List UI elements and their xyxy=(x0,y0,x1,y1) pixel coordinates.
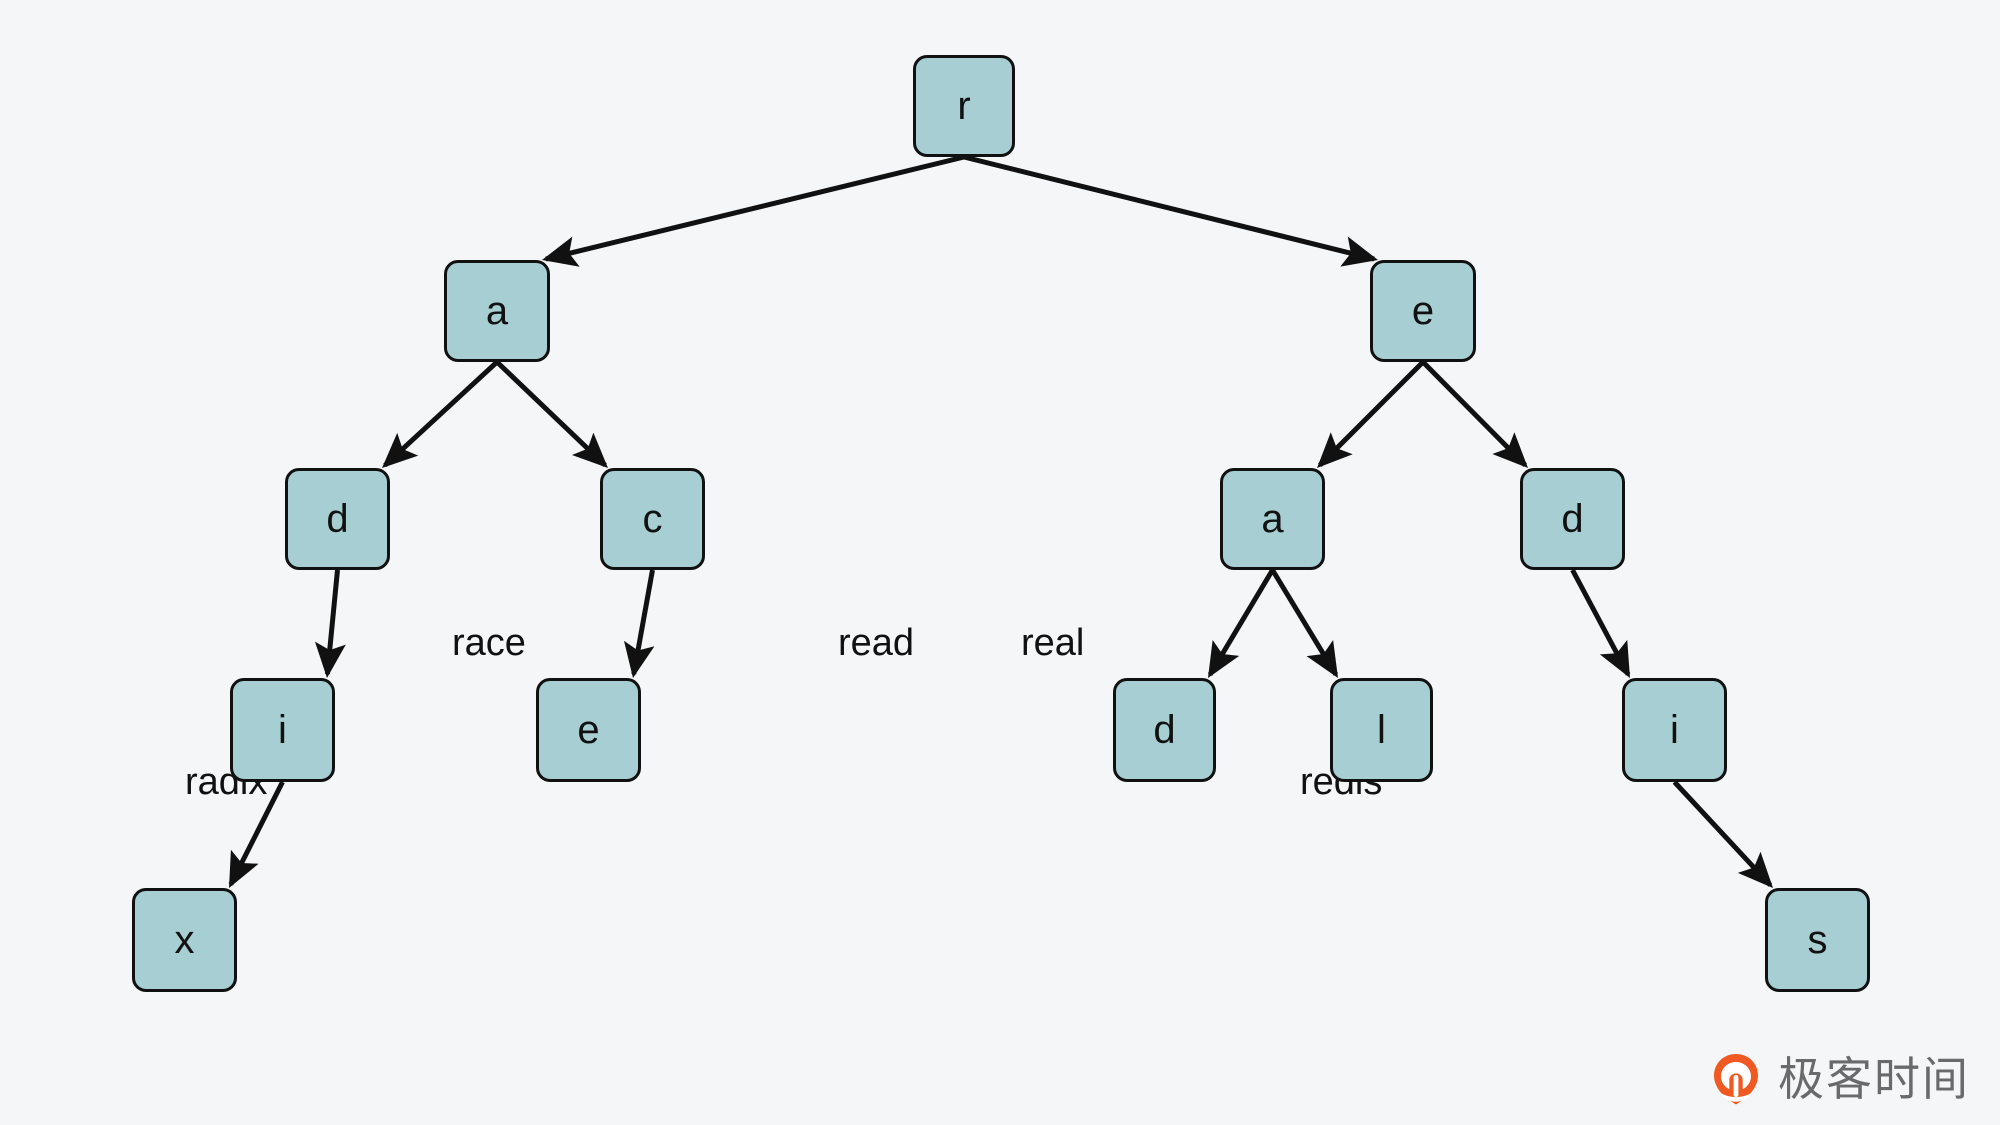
tree-edge-n_a2-to-n_l xyxy=(1270,568,1339,678)
tree-node-label: i xyxy=(1670,708,1679,752)
tree-node-label: x xyxy=(174,918,195,962)
tree-edge-n_c-to-n_e2 xyxy=(623,569,655,679)
tree-edge-n_i1-to-n_x xyxy=(228,780,285,889)
tree-edge-n_d2-to-n_i2 xyxy=(1570,568,1631,679)
tree-node-n_l: l xyxy=(1330,678,1433,782)
tree-node-n_i1: i xyxy=(230,678,335,782)
tree-node-n_d3: d xyxy=(1113,678,1216,782)
watermark: 极客时间 xyxy=(1708,1051,1970,1107)
tree-edge-n_d1-to-n_i1 xyxy=(314,569,346,679)
tree-node-n_e2: e xyxy=(536,678,641,782)
tree-node-n_d1: d xyxy=(285,468,390,570)
tree-node-n_d2: d xyxy=(1520,468,1625,570)
tree-node-n_a2: a xyxy=(1220,468,1325,570)
word-label-race: race xyxy=(452,622,526,664)
tree-edge-root-to-n_a xyxy=(541,154,965,267)
tree-node-label: l xyxy=(1377,708,1386,752)
tree-edge-n_e-to-n_a2 xyxy=(1316,360,1425,468)
tree-edge-n_a-to-n_c xyxy=(495,360,609,469)
tree-node-n_s: s xyxy=(1765,888,1870,992)
geektime-logo-icon xyxy=(1714,1054,1758,1105)
tree-node-label: s xyxy=(1807,918,1828,962)
word-label-real: real xyxy=(1021,622,1085,664)
tree-node-n_x: x xyxy=(132,888,237,992)
tree-node-label: i xyxy=(278,708,287,752)
word-label-read: read xyxy=(838,622,915,664)
tree-node-n_e: e xyxy=(1370,260,1476,362)
tree-edge-n_a2-to-n_d3 xyxy=(1207,568,1275,679)
tree-node-label: e xyxy=(1411,289,1435,333)
tree-node-label: r xyxy=(957,84,971,128)
tree-edge-n_e-to-n_d2 xyxy=(1421,360,1529,469)
tree-node-label: e xyxy=(577,708,600,752)
tree-node-n_c: c xyxy=(600,468,705,570)
tree-edge-n_a-to-n_d1 xyxy=(381,360,499,468)
tree-node-n_i2: i xyxy=(1622,678,1727,782)
tree-node-label: a xyxy=(1261,497,1284,541)
watermark-text: 极客时间 xyxy=(1778,1052,1970,1106)
tree-edge-root-to-n_e xyxy=(963,154,1378,267)
tree-edge-n_i2-to-n_s xyxy=(1672,780,1773,889)
tree-node-label: d xyxy=(1561,497,1584,541)
tree-node-label: d xyxy=(326,497,349,541)
tree-node-root: r xyxy=(913,55,1015,157)
tree-node-label: c xyxy=(642,497,663,541)
tree-node-n_a: a xyxy=(444,260,550,362)
tree-node-label: a xyxy=(485,289,509,333)
tree-node-label: d xyxy=(1153,708,1176,752)
